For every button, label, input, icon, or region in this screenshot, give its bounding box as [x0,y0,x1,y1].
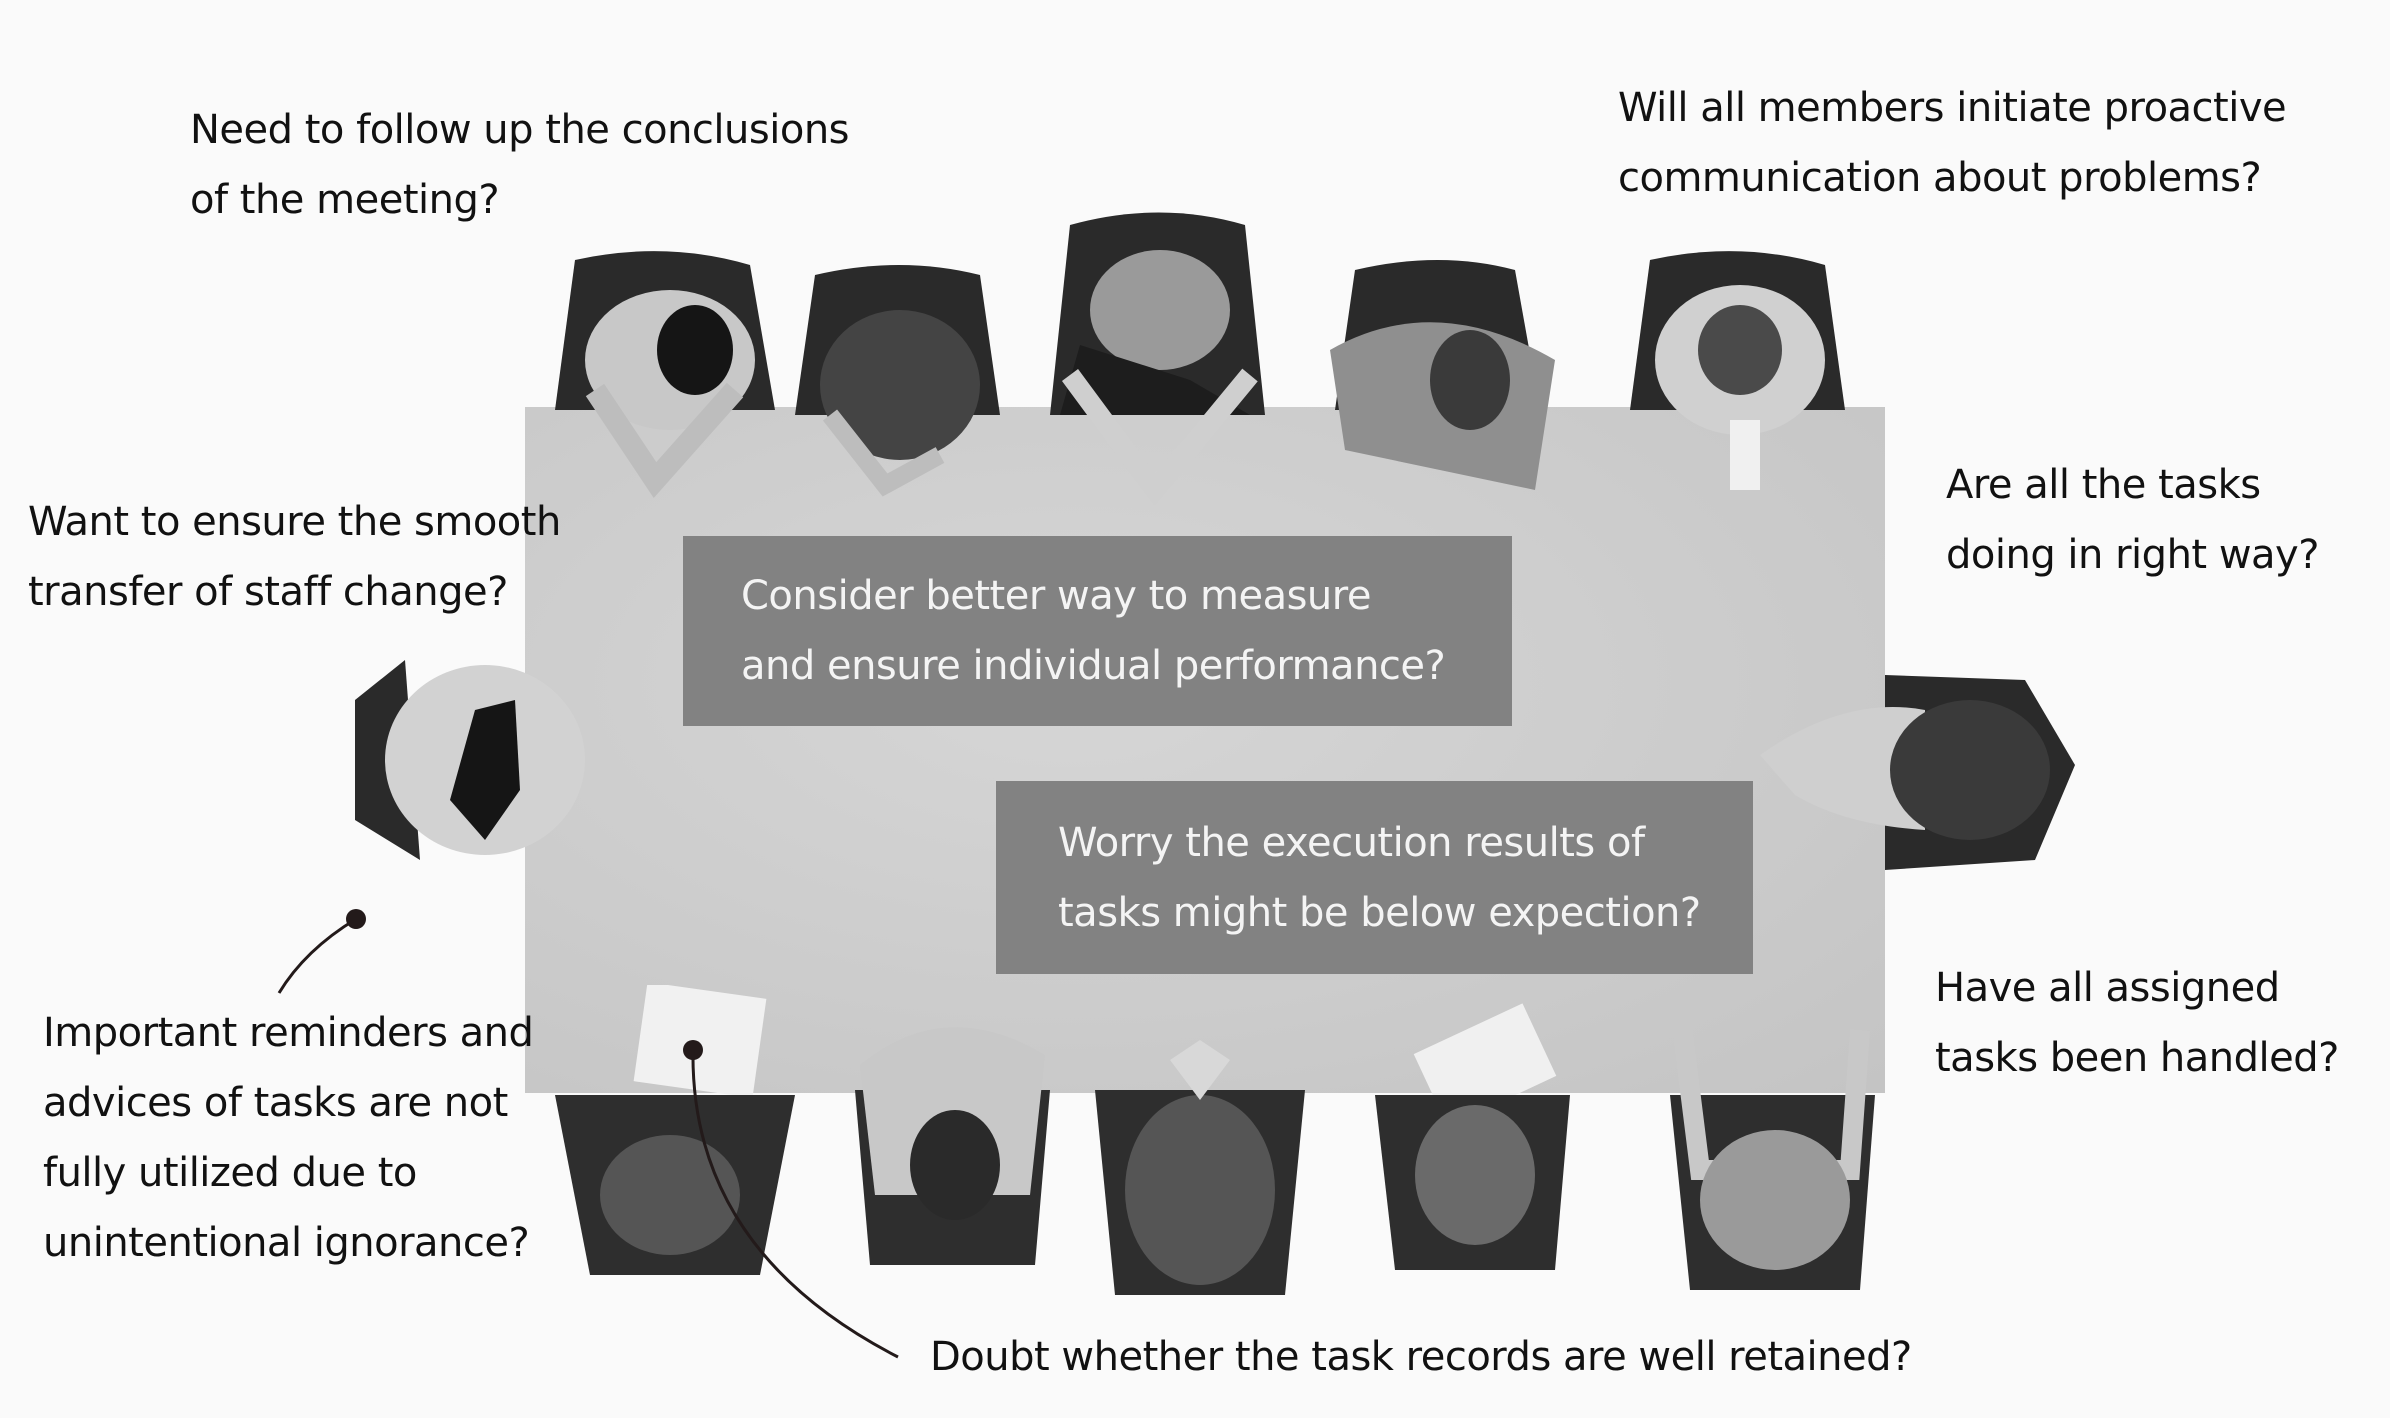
person-seat-top-4 [1330,260,1555,490]
person-seat-bottom-1 [555,985,795,1275]
person-seat-top-3 [1050,212,1265,505]
question-tasks-right-way: Are all the tasks doing in right way? [1946,462,2319,578]
execution-question-line-2: tasks might be below expection? [1058,890,1701,936]
question-staff-transfer: Want to ensure the smooth transfer of st… [28,499,561,615]
person-seat-bottom-2 [855,1027,1050,1265]
person-seat-bottom-3 [1095,1040,1305,1295]
execution-question-line-1: Worry the execution results of [1058,820,1645,866]
person-seat-top-1 [555,251,775,498]
question-follow-up-conclusions: Need to follow up the conclusions of the… [190,107,850,223]
question-tasks-handled: Have all assigned tasks been handled? [1935,965,2339,1081]
person-seat-right [1760,675,2075,870]
question-proactive-communication: Will all members initiate proactive comm… [1618,85,2287,201]
performance-question-line-1: Consider better way to measure [741,573,1371,619]
person-seat-bottom-4 [1375,1003,1570,1270]
person-seat-top-2 [795,265,1000,497]
person-seat-top-5 [1630,251,1845,490]
performance-question-box: Consider better way to measure and ensur… [683,536,1512,726]
question-reminders-unused: Important reminders and advices of tasks… [43,1010,534,1266]
person-seat-left [355,660,585,860]
callout-dot-reminders [277,909,366,994]
execution-question-box: Worry the execution results of tasks mig… [996,781,1753,974]
question-task-records-retained: Doubt whether the task records are well … [930,1334,1912,1380]
person-seat-bottom-5 [1670,1008,1875,1290]
meeting-table [525,407,1885,1093]
performance-question-line-2: and ensure individual performance? [741,643,1446,689]
